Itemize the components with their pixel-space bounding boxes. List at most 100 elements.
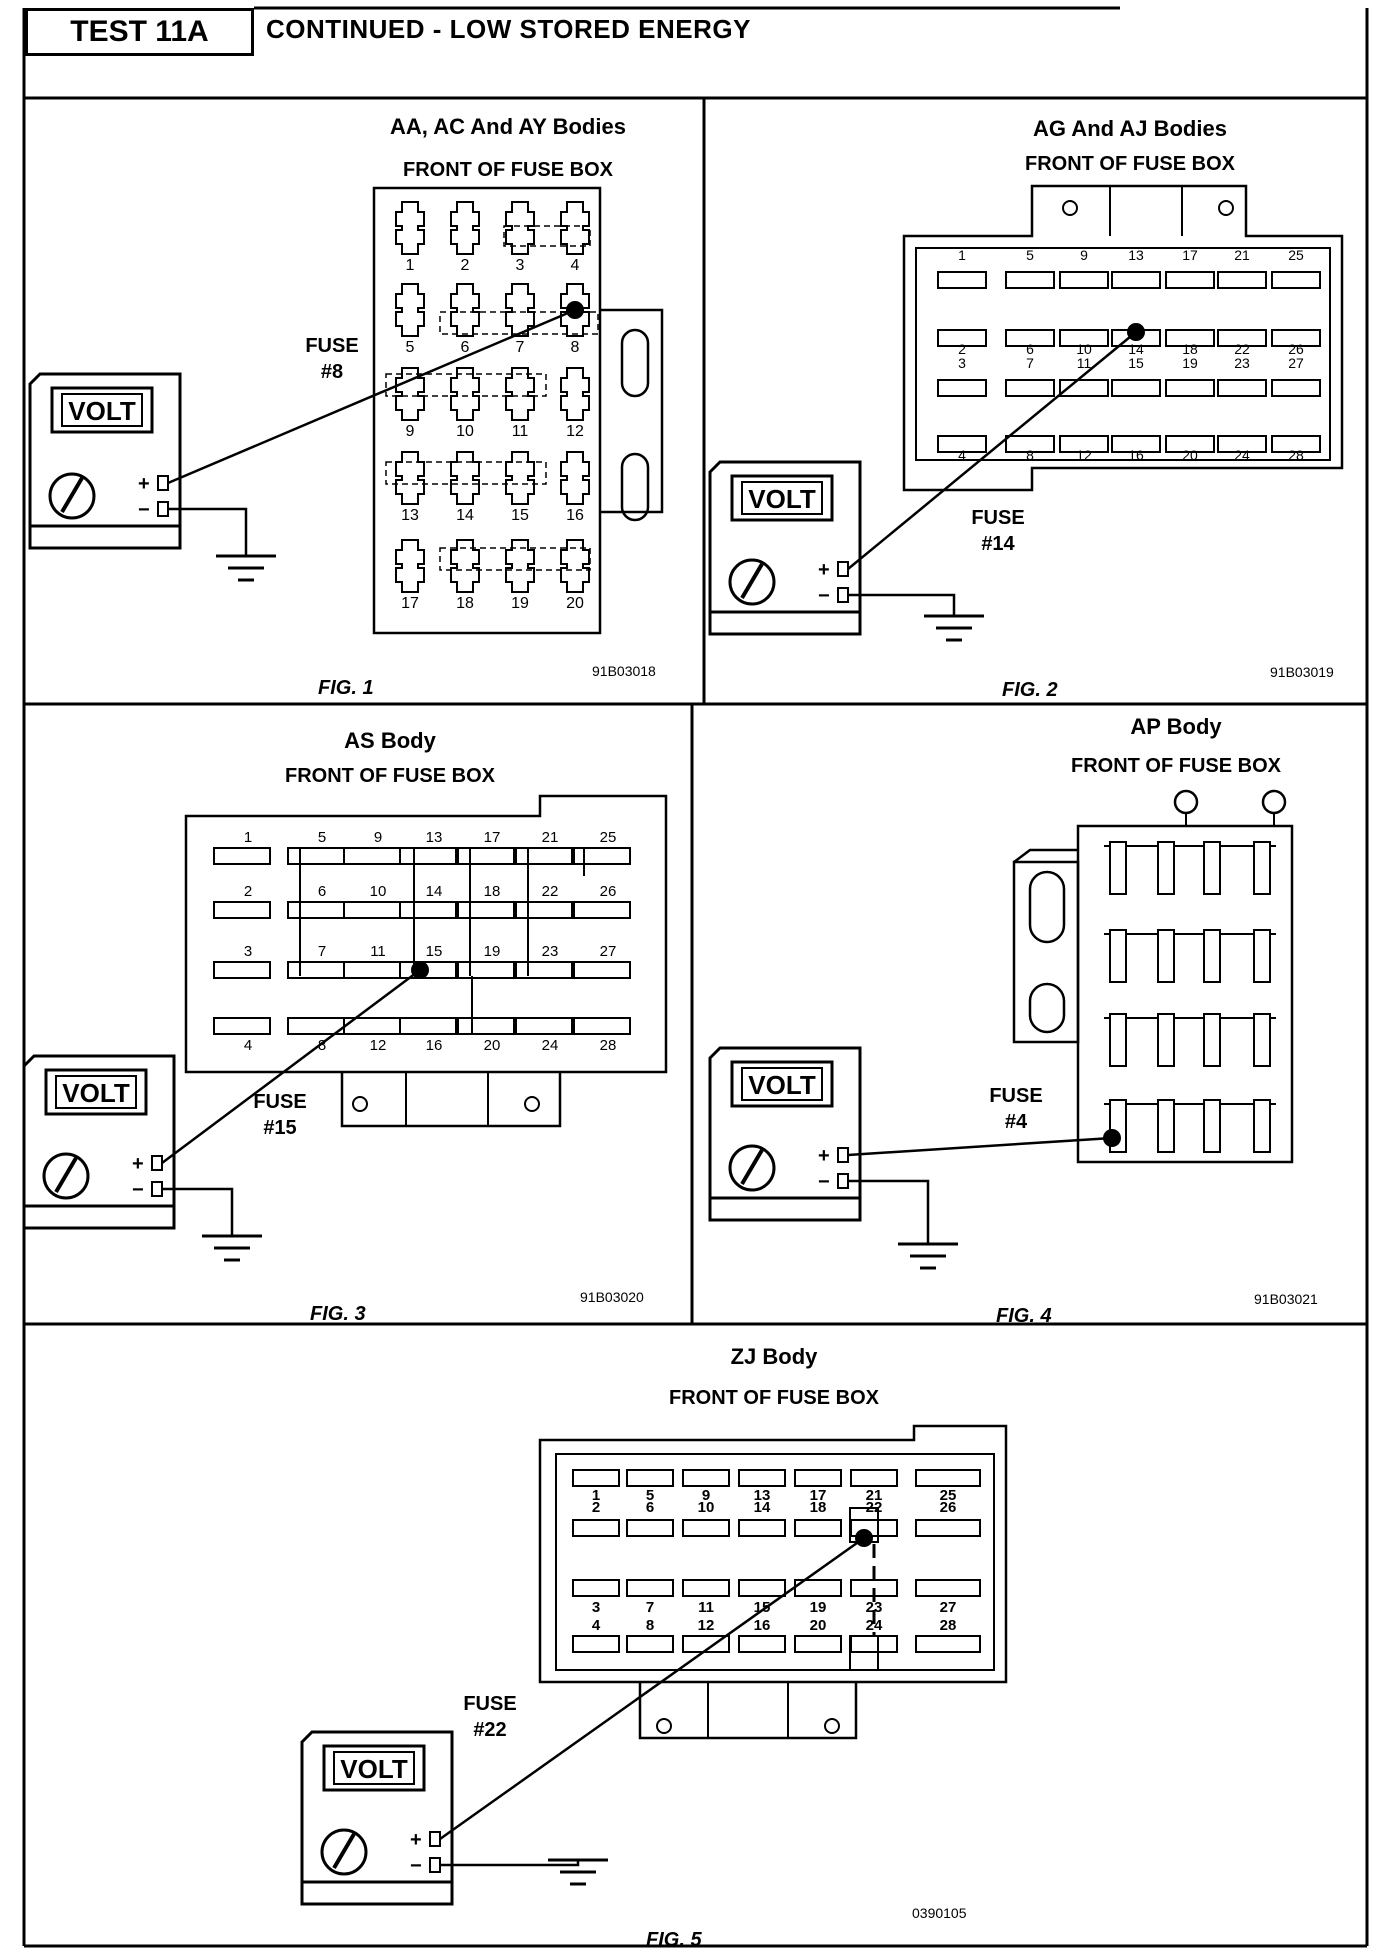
voltmeter-base bbox=[28, 524, 182, 550]
fuse-slot bbox=[738, 1469, 786, 1487]
fuse-slot bbox=[1203, 1013, 1221, 1067]
fuse-slot bbox=[457, 901, 515, 919]
fuse-box-bracket bbox=[1012, 860, 1080, 1044]
fuse-number: 25 bbox=[1288, 247, 1304, 263]
fuse-slot bbox=[682, 1469, 730, 1487]
fuse-slot bbox=[1271, 379, 1321, 397]
voltmeter-display-inner bbox=[61, 393, 143, 427]
fuse-slot bbox=[515, 1017, 573, 1035]
fuse-number: 3 bbox=[516, 257, 525, 274]
dial-icon bbox=[728, 558, 776, 606]
fuse-slot bbox=[287, 961, 345, 979]
fuse-slot bbox=[213, 847, 271, 865]
mount-hole bbox=[352, 1096, 368, 1112]
fuse-box bbox=[902, 184, 1344, 492]
probe-wire bbox=[161, 968, 421, 1165]
fuse-number: 9 bbox=[702, 1487, 710, 1504]
terminal-stud bbox=[1261, 789, 1287, 815]
fuse-number: 17 bbox=[484, 829, 501, 846]
fuse-number: 9 bbox=[374, 829, 382, 846]
fuse-slot bbox=[505, 283, 535, 337]
fuse-number: 1 bbox=[592, 1487, 600, 1504]
fuse-number: 11 bbox=[698, 1599, 714, 1616]
fuse-slot bbox=[457, 1017, 515, 1035]
fuse-slot bbox=[1217, 435, 1267, 453]
minus-terminal-icon bbox=[157, 501, 169, 517]
fuse-callout-label: FUSE bbox=[463, 1693, 516, 1715]
fuse-number: 2 bbox=[244, 883, 252, 900]
fuse-number: 4 bbox=[592, 1617, 601, 1634]
voltmeter-body bbox=[300, 1730, 454, 1884]
fuse-slot bbox=[1165, 271, 1215, 289]
fuse-slot bbox=[937, 271, 987, 289]
plus-terminal-icon bbox=[157, 475, 169, 491]
fuse-slot bbox=[915, 1469, 981, 1487]
fuse-number: 21 bbox=[1234, 247, 1250, 263]
fuse-slot bbox=[1109, 929, 1127, 983]
figure-title: AP Body bbox=[1130, 714, 1222, 739]
fuse-number: 4 bbox=[244, 1037, 252, 1054]
fuse-number: 17 bbox=[810, 1487, 827, 1504]
figure-subtitle: FRONT OF FUSE BOX bbox=[1071, 755, 1282, 777]
fuse-slot bbox=[450, 283, 480, 337]
fuse-number: 3 bbox=[592, 1599, 600, 1616]
fuse-slot bbox=[457, 847, 515, 865]
voltmeter-base bbox=[708, 1196, 862, 1222]
fuse-number: 6 bbox=[646, 1499, 654, 1516]
fuse-number: 5 bbox=[646, 1487, 654, 1504]
dial-pointer bbox=[740, 1148, 764, 1186]
fuse-number: 15 bbox=[1128, 355, 1144, 371]
fuse-slot bbox=[515, 847, 573, 865]
fuse-number: 18 bbox=[484, 883, 501, 900]
figure-code: 0390105 bbox=[912, 1905, 967, 1921]
fuse-number: 12 bbox=[1076, 447, 1092, 463]
dial-pointer bbox=[740, 562, 764, 600]
figure-title: AG And AJ Bodies bbox=[1033, 116, 1227, 141]
fuse-slot bbox=[395, 283, 425, 337]
fuse-slot bbox=[1217, 271, 1267, 289]
mount-hole bbox=[1218, 200, 1234, 216]
fuse-number: 6 bbox=[318, 883, 326, 900]
fuse-slot bbox=[1109, 841, 1127, 895]
fuse-number: 10 bbox=[456, 423, 474, 440]
fuse-number: 9 bbox=[1080, 247, 1088, 263]
probe-point bbox=[855, 1529, 873, 1547]
ground-icon bbox=[898, 1242, 958, 1270]
fuse-number: 9 bbox=[406, 423, 415, 440]
fuse-callout-number: #4 bbox=[1005, 1111, 1028, 1133]
fuse-number: 24 bbox=[1234, 447, 1250, 463]
fuse-slot bbox=[572, 1519, 620, 1537]
figure-title: AS Body bbox=[344, 728, 436, 753]
dial-icon bbox=[48, 472, 96, 520]
fuse-number: 16 bbox=[1128, 447, 1144, 463]
fuse-number: 2 bbox=[461, 257, 470, 274]
voltmeter-body bbox=[708, 460, 862, 614]
fuse-slot bbox=[850, 1635, 898, 1653]
fuse-slot bbox=[1253, 1013, 1271, 1067]
fuse-number: 16 bbox=[754, 1617, 771, 1634]
fuse-number: 13 bbox=[401, 507, 419, 524]
figure-label: FIG. 3 bbox=[310, 1303, 366, 1325]
fuse-slot bbox=[572, 1579, 620, 1597]
voltmeter-label: VOLT bbox=[62, 1078, 130, 1108]
fuse-slot bbox=[399, 847, 457, 865]
fuse-number: 7 bbox=[646, 1599, 654, 1616]
voltmeter-display bbox=[730, 1060, 834, 1108]
fuse-number: 20 bbox=[1182, 447, 1198, 463]
fuse-highlight bbox=[849, 1635, 879, 1671]
fuse-number: 16 bbox=[426, 1037, 443, 1054]
fuse-number: 27 bbox=[600, 943, 617, 960]
minus-terminal-label: − bbox=[818, 1171, 830, 1193]
plus-terminal-label: + bbox=[818, 1145, 830, 1167]
fuse-group-outline bbox=[385, 373, 547, 397]
fuse-slot bbox=[560, 283, 590, 337]
fuse-number: 27 bbox=[1288, 355, 1304, 371]
voltmeter-label: VOLT bbox=[68, 396, 136, 426]
fuse-number: 5 bbox=[406, 339, 415, 356]
fuse-number: 3 bbox=[958, 355, 966, 371]
fuse-callout-number: #8 bbox=[321, 361, 343, 383]
fuse-slot bbox=[937, 329, 987, 347]
plus-terminal-label: + bbox=[138, 473, 150, 495]
probe-wire bbox=[847, 1136, 1113, 1157]
